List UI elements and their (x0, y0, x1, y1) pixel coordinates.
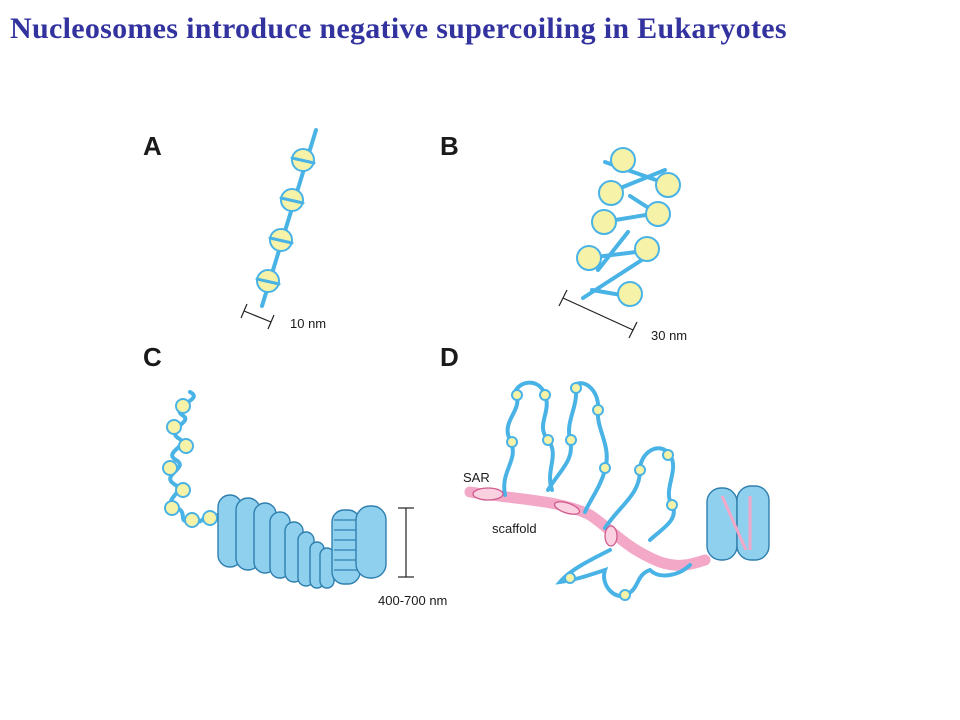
panel-c: C (143, 342, 447, 608)
panel-d-loop-right (603, 446, 676, 542)
sar-site (472, 487, 504, 501)
panel-d-loop-top (546, 381, 609, 514)
nucleosome (268, 228, 294, 252)
panel-c-letter: C (143, 342, 162, 372)
sar-site (553, 501, 581, 515)
panel-c-nucleosome-coil (162, 398, 218, 528)
sar-label: SAR (463, 470, 490, 485)
panel-d: D (440, 342, 770, 601)
sar-site (604, 525, 618, 547)
panel-b-letter: B (440, 131, 459, 161)
nucleosome (290, 148, 316, 172)
scale-label-10nm: 10 nm (290, 316, 326, 331)
nucleosome (576, 245, 602, 271)
panel-c-looped-fiber (217, 494, 387, 589)
scale-label-400-700nm: 400-700 nm (378, 593, 447, 608)
nucleosome (610, 147, 636, 173)
scale-label-30nm: 30 nm (651, 328, 687, 343)
nucleosome (634, 236, 660, 262)
panel-d-letter: D (440, 342, 459, 372)
scale-bar-10nm (240, 303, 275, 330)
panel-a: A 10 nm (143, 128, 326, 331)
sar-sites (472, 487, 618, 547)
nucleosome (598, 180, 624, 206)
panel-d-nucleosomes (506, 382, 678, 601)
nucleosome (645, 201, 671, 227)
slide-title: Nucleosomes introduce negative supercoil… (10, 12, 787, 45)
nucleosome (617, 281, 643, 307)
panel-a-letter: A (143, 131, 162, 161)
nucleosome (255, 269, 281, 293)
nucleosome (591, 209, 617, 235)
panel-b-nucleosomes (576, 147, 681, 307)
panel-d-lower-loops (555, 548, 692, 598)
nucleosome (279, 188, 305, 212)
scaffold-label: scaffold (492, 521, 537, 536)
panel-b: B 30 nm (440, 131, 687, 343)
scale-bar-400-700nm (398, 507, 414, 578)
panel-a-nucleosomes (255, 148, 316, 293)
panel-d-condensed-fiber (706, 485, 770, 561)
nucleosome (655, 172, 681, 198)
scale-bar-30nm (558, 289, 638, 339)
